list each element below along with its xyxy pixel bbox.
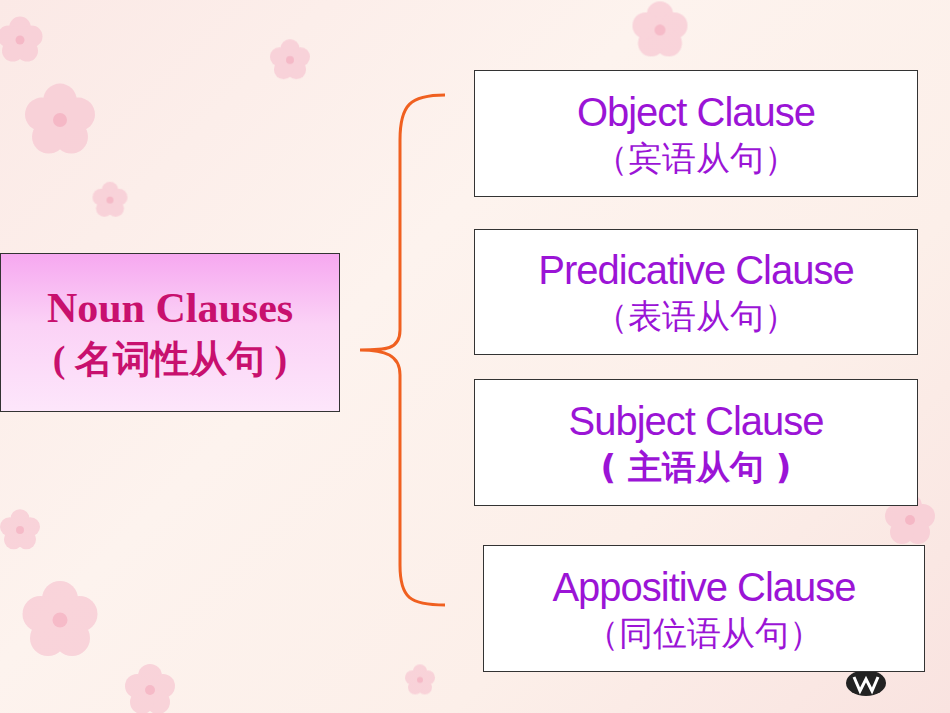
clause-box: Appositive Clause （同位语从句） [483,545,925,672]
node-title: Object Clause [577,89,815,135]
clause-box: Predicative Clause （表语从句） [474,229,918,355]
node-subtitle: （表语从句） [594,297,798,336]
curly-bracket [360,95,445,605]
node-subtitle: （宾语从句） [594,139,798,178]
clause-box: Subject Clause ( 主语从句 ) [474,379,918,506]
node-title: Appositive Clause [552,564,855,610]
node-subtitle: ( 名词性从句 ) [53,338,287,382]
logo-icon [846,670,886,696]
node-subtitle: （同位语从句） [585,614,823,653]
node-title: Noun Clauses [47,284,293,332]
category-box: Noun Clauses ( 名词性从句 ) [0,253,340,412]
clause-box: Object Clause （宾语从句） [474,70,918,197]
node-title: Predicative Clause [538,247,854,293]
node-subtitle: ( 主语从句 ) [601,448,792,487]
node-title: Subject Clause [568,398,823,444]
